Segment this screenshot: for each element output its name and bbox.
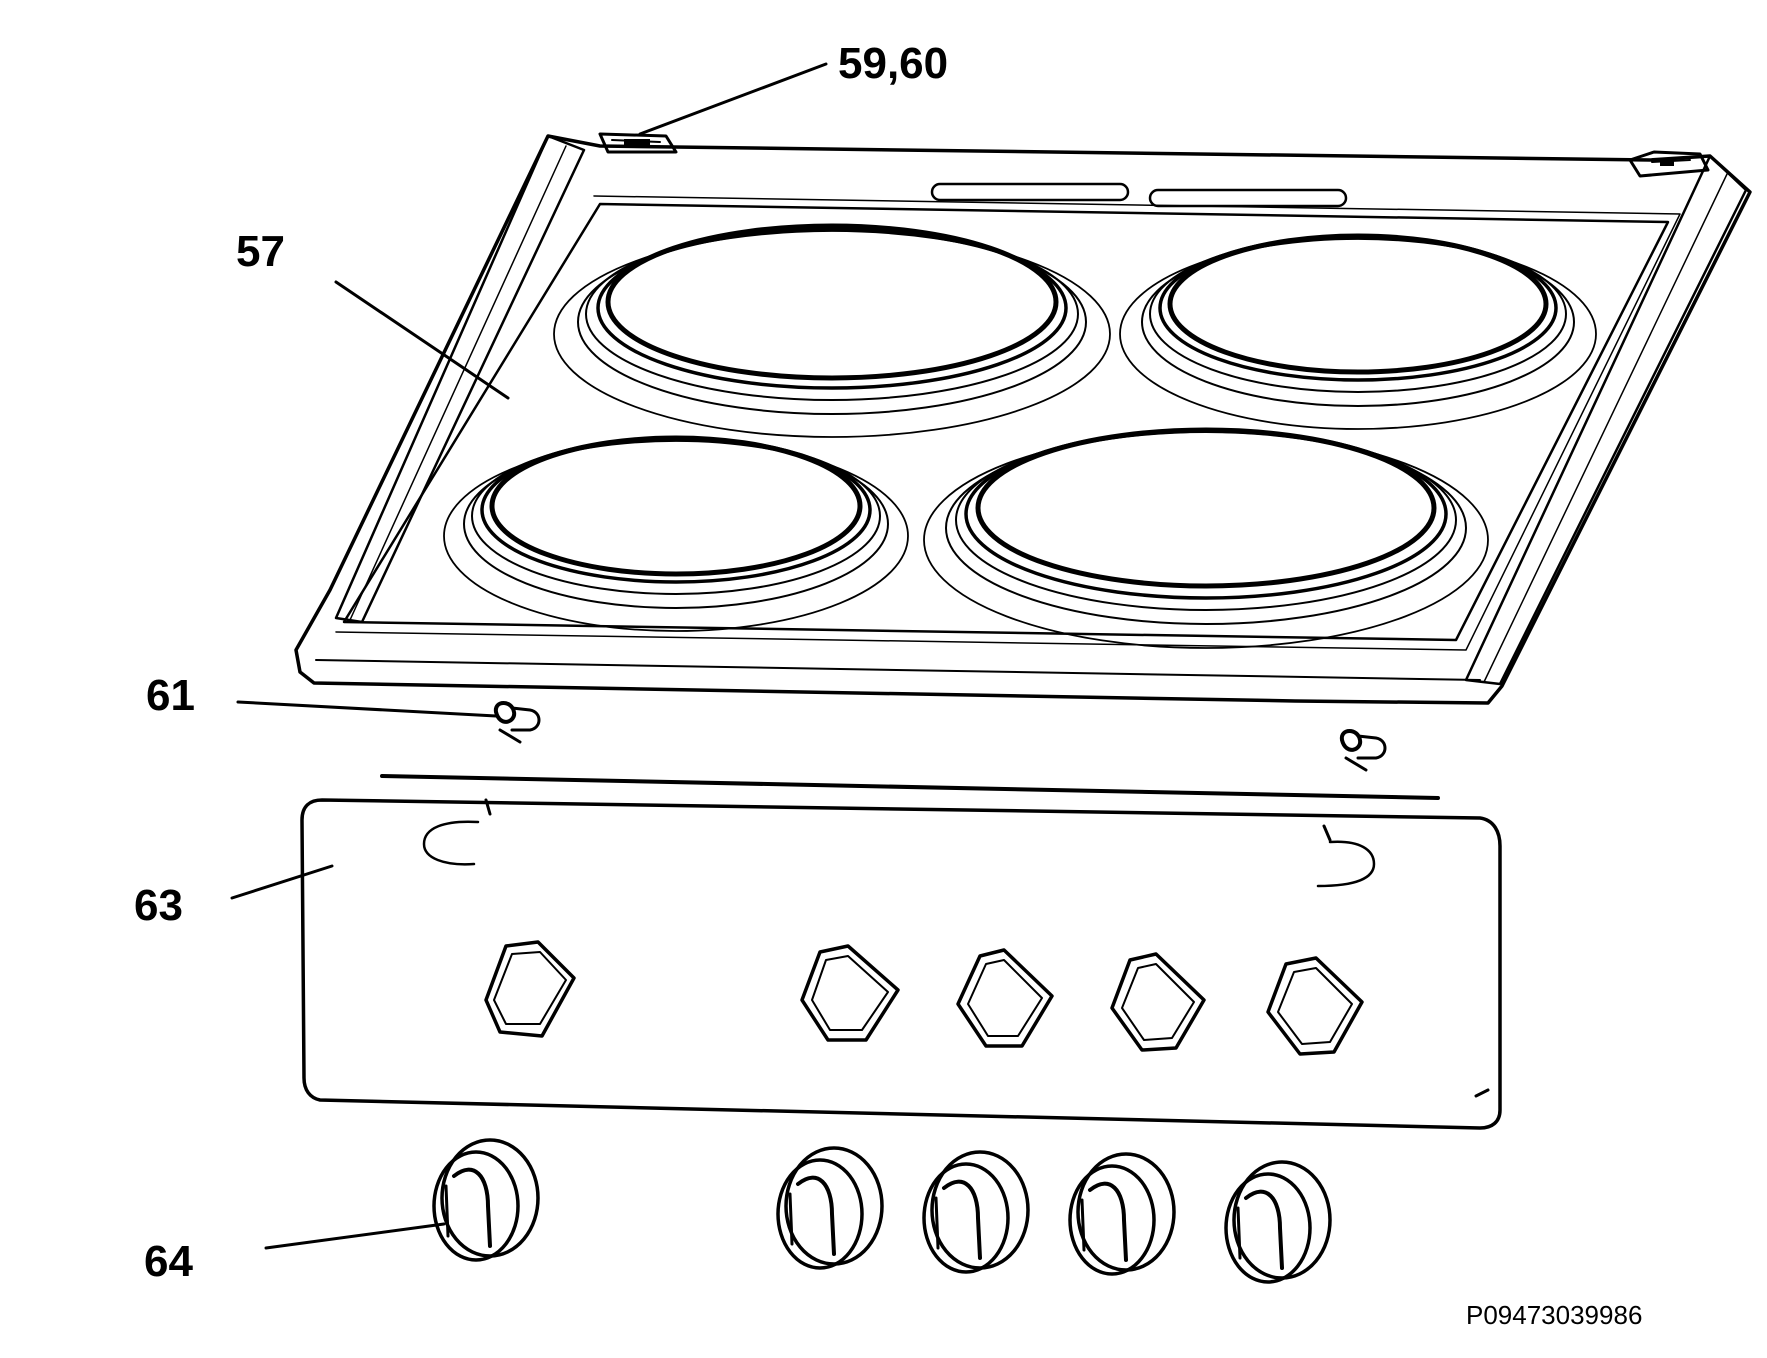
control-knob — [1068, 1152, 1176, 1276]
callout-knobs: 64 — [144, 1237, 193, 1286]
callout-control-panel: 63 — [134, 881, 183, 930]
knob-aperture — [1266, 956, 1364, 1056]
hinge-bracket-left — [598, 132, 678, 154]
right-edge-strip — [1464, 154, 1748, 686]
knob-aperture — [1110, 952, 1206, 1052]
front-lip — [315, 659, 1481, 681]
hob-top-assembly — [294, 132, 1752, 705]
drawing-code: P09473039986 — [1466, 1300, 1642, 1330]
knob-aperture — [956, 948, 1054, 1048]
leader-line-clip — [236, 700, 498, 718]
control-panel — [300, 774, 1502, 1130]
hotplate-front-left — [443, 435, 909, 632]
leader-line-control-panel — [230, 864, 334, 900]
leader-line-knobs — [264, 1222, 446, 1250]
knob-aperture — [484, 940, 576, 1038]
control-knob — [776, 1146, 884, 1270]
leader-line-hinges — [638, 62, 828, 136]
inner-recessed-panel — [342, 202, 1670, 642]
rear-vent-slot — [930, 182, 1130, 202]
control-panel-top-edge — [380, 774, 1440, 800]
control-knob — [432, 1138, 540, 1262]
callout-hob-top: 57 — [236, 227, 285, 276]
callout-clip: 61 — [146, 671, 195, 720]
callout-hinges: 59,60 — [838, 39, 948, 88]
hob-top-outline — [294, 134, 1752, 705]
panel-slot-right — [1316, 840, 1376, 888]
leader-line-hob-top — [334, 280, 510, 400]
rear-vent-slot — [1148, 188, 1348, 208]
control-knob — [1224, 1160, 1332, 1284]
hotplate-rear-left — [553, 223, 1111, 438]
hotplate-front-right — [923, 427, 1489, 649]
clip-right — [1339, 729, 1387, 772]
control-panel-outline — [300, 798, 1502, 1130]
knob-aperture — [800, 944, 900, 1042]
panel-slot-left — [422, 820, 480, 866]
control-knob — [922, 1150, 1030, 1274]
hotplate-rear-right — [1119, 233, 1597, 430]
hinge-bracket-right — [1628, 150, 1710, 178]
clip-left — [493, 701, 541, 744]
